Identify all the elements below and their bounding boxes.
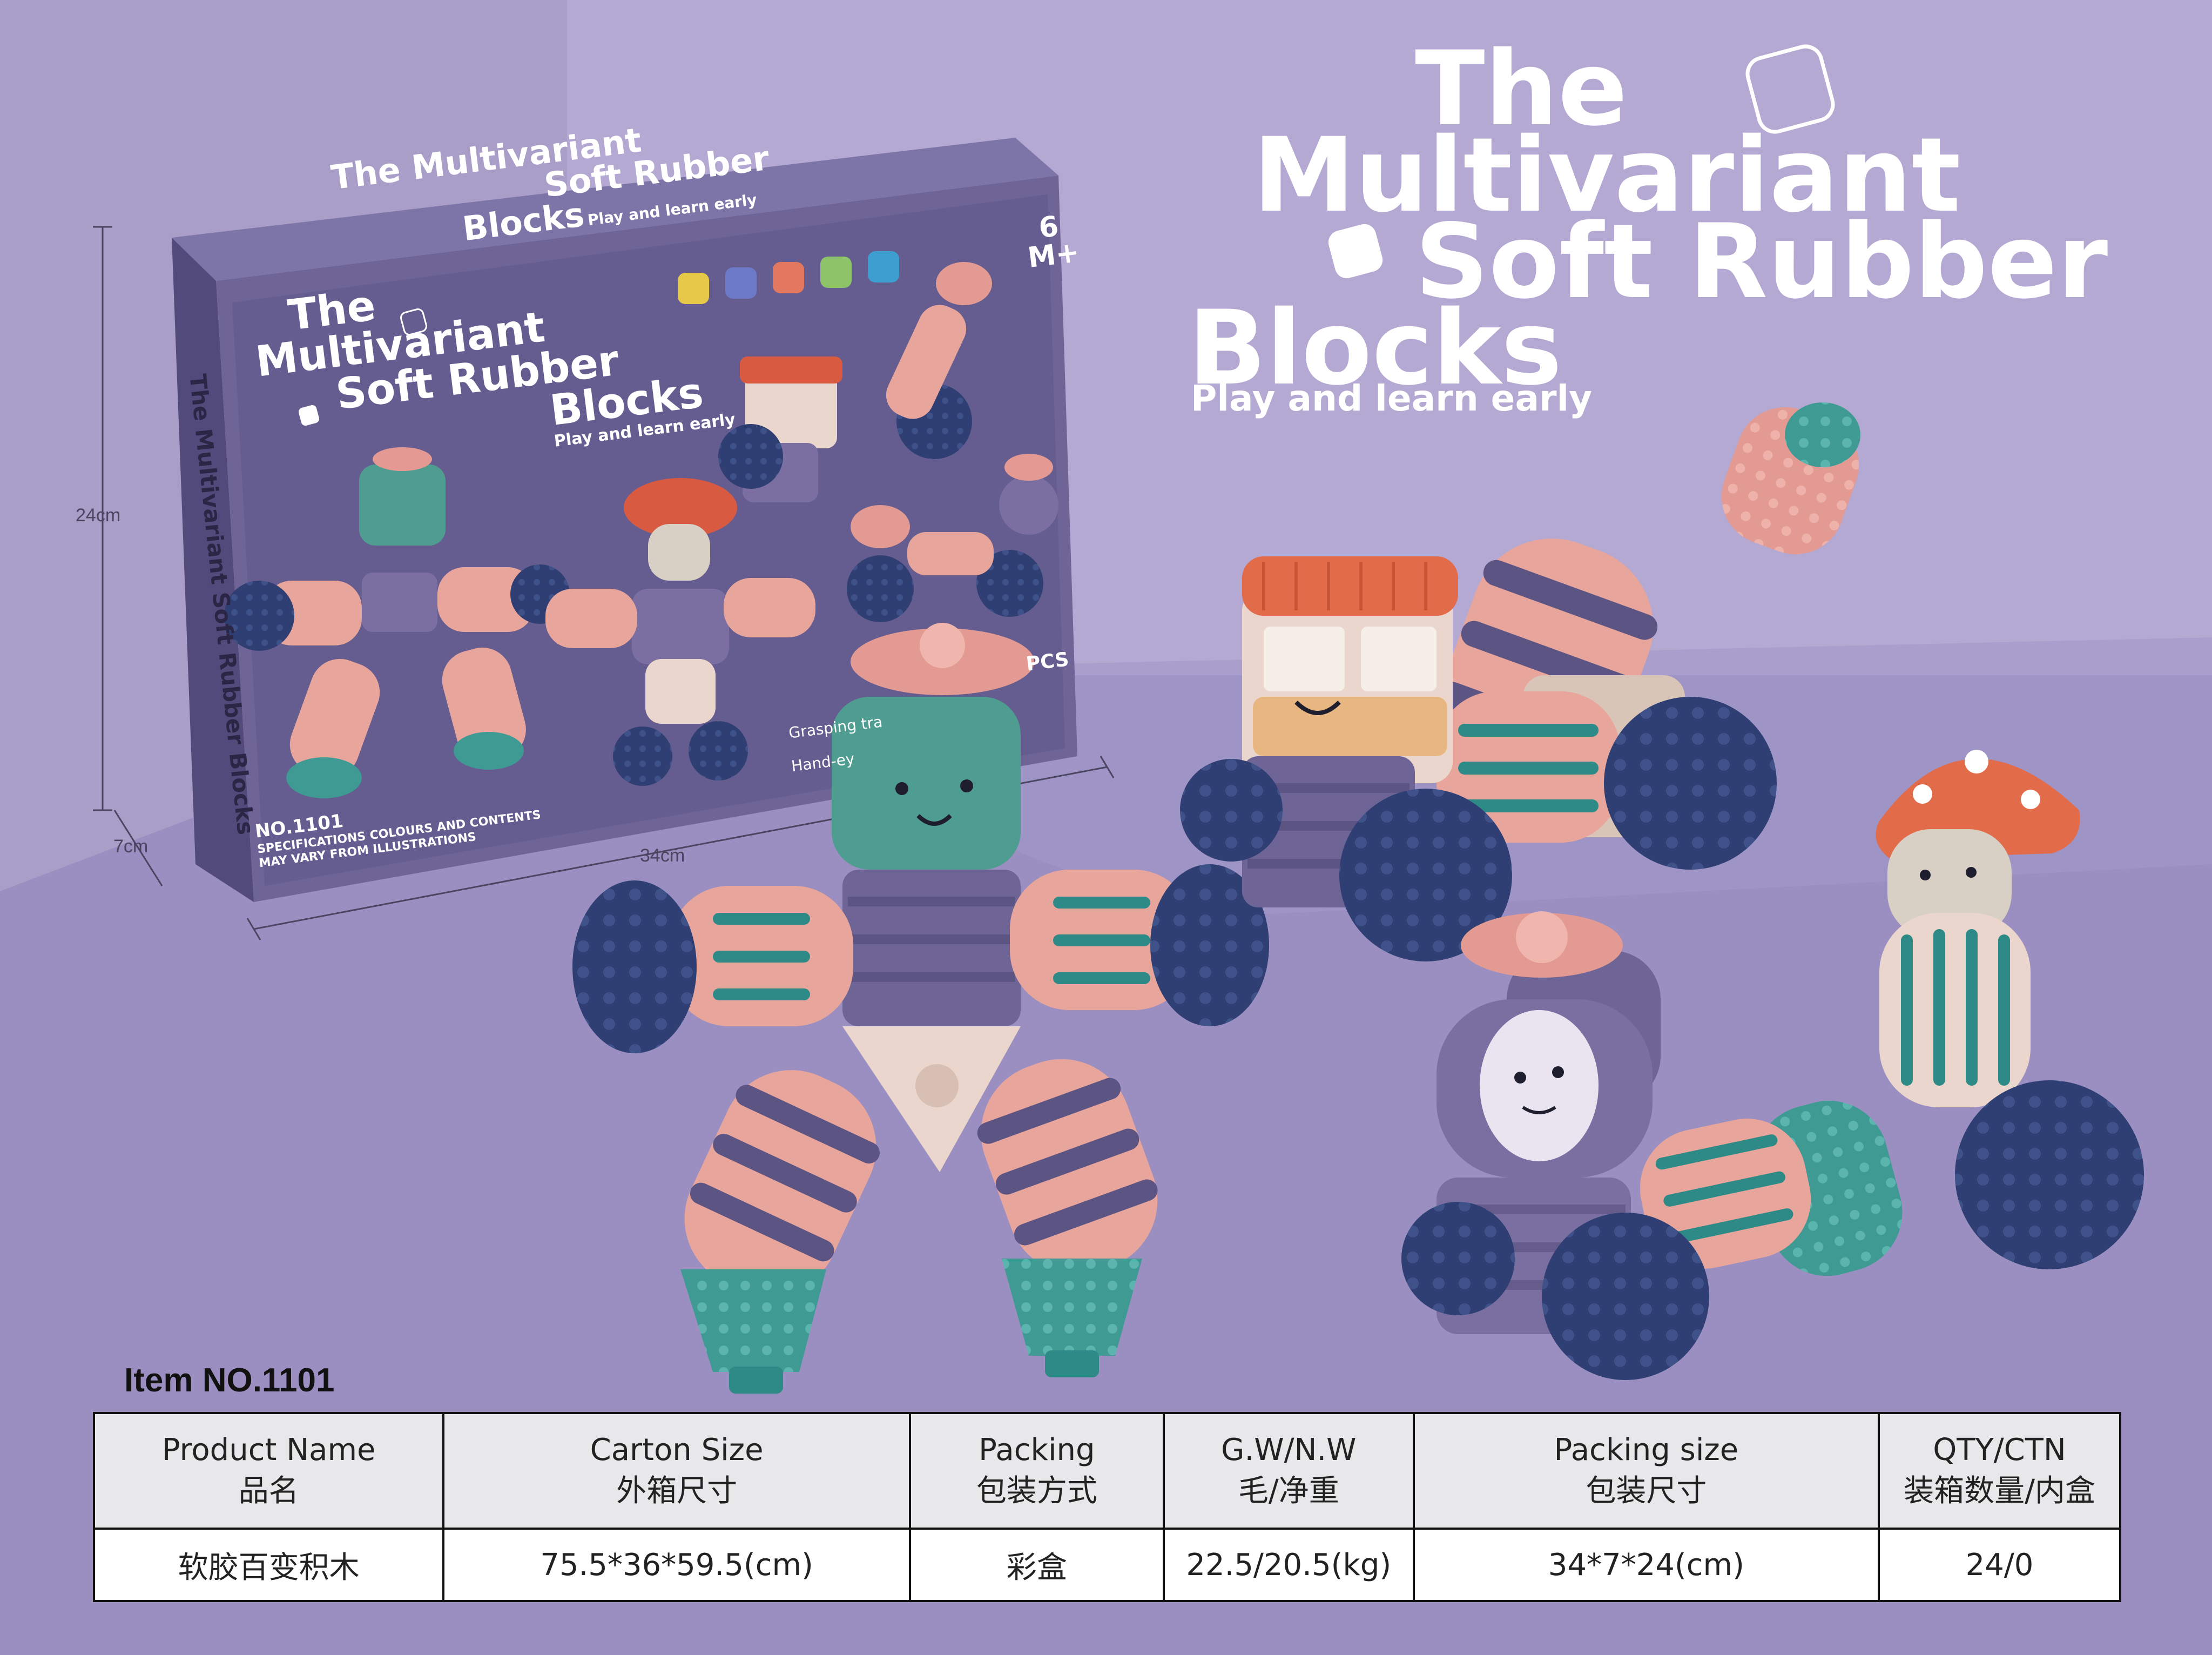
cell-carton-size: 75.5*36*59.5(cm)	[442, 1528, 911, 1602]
header-product-name-en: Product Name	[161, 1432, 376, 1468]
box-toy-figure-left	[224, 447, 570, 798]
header-product-name: Product Name 品名	[92, 1412, 445, 1530]
spec-table-row: 软胶百变积木 75.5*36*59.5(cm) 彩盒 22.5/20.5(kg)…	[92, 1528, 2121, 1602]
box-filled-square	[298, 405, 320, 426]
spec-table: Product Name 品名 Carton Size 外箱尺寸 Packing 包装…	[92, 1412, 2121, 1602]
header-packing-size-en: Packing size	[1554, 1432, 1739, 1468]
toy-car-mushroom	[1401, 750, 2144, 1380]
header-packing-size-cn: 包装尺寸	[1586, 1474, 1707, 1509]
headline-line-3: Soft Rubber	[1415, 202, 2108, 321]
toy-figure-main	[572, 623, 1269, 1394]
headline-line-4: Blocks	[1188, 288, 1562, 408]
header-weight-en: G.W/N.W	[1221, 1432, 1357, 1468]
feature-icons	[678, 251, 899, 304]
box-toy-small-car	[847, 454, 1058, 622]
cell-packing: 彩盒	[908, 1528, 1165, 1602]
box-outline-square	[400, 308, 427, 335]
header-qty: QTY/CTN 装箱数量/内盒	[1878, 1412, 2121, 1530]
outline-square-decoration	[1745, 44, 1835, 134]
dimension-depth: 7cm	[113, 836, 149, 857]
spec-table-header-row: Product Name 品名 Carton Size 外箱尺寸 Packing 包装…	[92, 1412, 2121, 1530]
header-carton-size: Carton Size 外箱尺寸	[442, 1412, 911, 1530]
dimension-height: 24cm	[76, 505, 121, 526]
header-packing-en: Packing	[979, 1432, 1095, 1468]
header-packing: Packing 包装方式	[908, 1412, 1165, 1530]
header-packing-size: Packing size 包装尺寸	[1412, 1412, 1880, 1530]
box-toy-figure-mushroom	[545, 478, 815, 786]
filled-square-decoration	[1328, 224, 1383, 279]
header-qty-cn: 装箱数量/内盒	[1904, 1474, 2095, 1509]
header-packing-cn: 包装方式	[976, 1474, 1097, 1509]
header-product-name-cn: 品名	[238, 1474, 299, 1509]
headline-line-1: The	[1415, 29, 1628, 149]
box-age-badge: 6 M+	[1026, 210, 1081, 275]
dimension-width: 34cm	[640, 845, 685, 866]
cell-product-name: 软胶百变积木	[92, 1528, 445, 1602]
headline-line-2: Multivariant	[1253, 116, 1961, 235]
box-toy-car	[718, 262, 992, 502]
cell-qty: 24/0	[1878, 1528, 2121, 1602]
box-side	[172, 238, 254, 902]
headline-tagline: Play and learn early	[1191, 378, 1593, 419]
header-carton-size-cn: 外箱尺寸	[616, 1474, 738, 1509]
cell-weight: 22.5/20.5(kg)	[1162, 1528, 1415, 1602]
cell-packing-size: 34*7*24(cm)	[1412, 1528, 1880, 1602]
header-carton-size-en: Carton Size	[590, 1432, 764, 1468]
toy-car-bus	[1180, 402, 1860, 961]
box-top	[172, 138, 1058, 281]
header-weight: G.W/N.W 毛/净重	[1162, 1412, 1415, 1530]
item-number-label: Item NO.1101	[124, 1362, 335, 1399]
header-qty-en: QTY/CTN	[1933, 1432, 2066, 1468]
header-weight-cn: 毛/净重	[1238, 1474, 1339, 1509]
